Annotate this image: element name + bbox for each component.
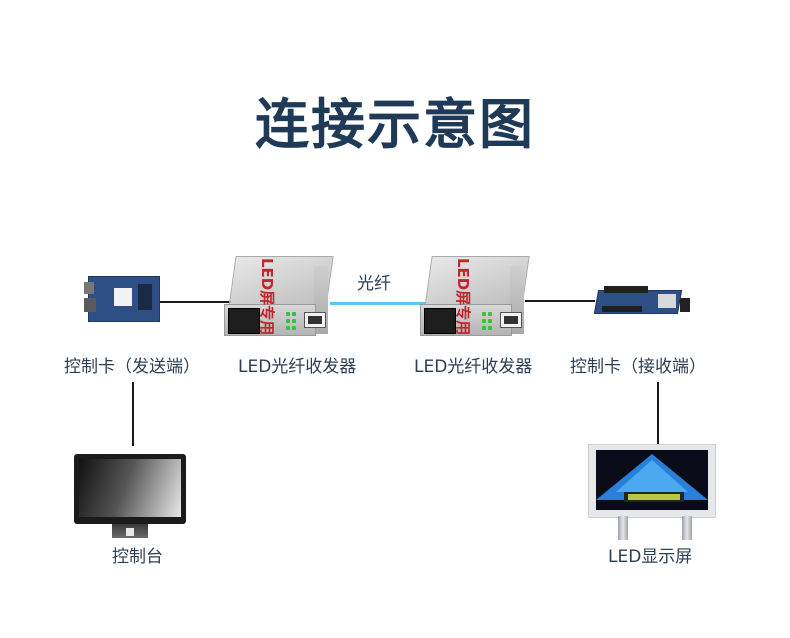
transceiver-brand: LED屏专用 <box>454 258 472 336</box>
connector-icon <box>84 298 96 312</box>
cable-receiver-to-display <box>657 382 659 446</box>
console-label: 控制台 <box>112 547 163 567</box>
billboard-screen <box>596 450 708 510</box>
sender-control-card <box>82 272 162 326</box>
status-led <box>292 326 296 330</box>
fiber-label: 光纤 <box>357 274 391 294</box>
header-connector-icon <box>604 286 648 293</box>
cable-sender-to-console <box>132 382 134 446</box>
port-icon <box>680 298 690 312</box>
led-display-label: LED显示屏 <box>608 547 693 567</box>
console-monitor <box>74 454 190 544</box>
status-led <box>292 319 296 323</box>
chip-icon <box>138 284 152 310</box>
transceiver-left-label: LED光纤收发器 <box>238 357 357 377</box>
status-led <box>286 312 290 316</box>
cable-transceiver-to-receiver <box>525 300 595 302</box>
transceiver-left: LED屏专用 <box>224 256 334 336</box>
diagram-title: 连接示意图 <box>255 93 535 156</box>
rj45-port <box>304 312 326 328</box>
status-led <box>286 319 290 323</box>
transceiver-right-label: LED光纤收发器 <box>414 357 533 377</box>
status-led <box>482 326 486 330</box>
transceiver-right: LED屏专用 <box>420 256 530 336</box>
transceiver-brand: LED屏专用 <box>258 258 276 336</box>
sender-card-label: 控制卡（发送端） <box>64 357 200 377</box>
chip-icon <box>114 288 132 306</box>
billboard-pole-left <box>618 516 628 540</box>
status-led <box>488 312 492 316</box>
status-led <box>482 312 486 316</box>
header-connector-icon <box>602 306 642 312</box>
status-led <box>286 326 290 330</box>
monitor-stand-slot <box>126 528 134 536</box>
billboard-image <box>596 454 708 502</box>
led-display <box>588 444 718 540</box>
sc-fiber-port <box>228 308 260 334</box>
billboard-pole-right <box>682 516 692 540</box>
status-led <box>488 326 492 330</box>
rj45-port <box>500 312 522 328</box>
status-led <box>292 312 296 316</box>
fiber-optic-line <box>330 302 432 305</box>
connector-icon <box>84 282 94 294</box>
monitor-screen <box>79 459 181 517</box>
cable-sender-to-transceiver <box>160 301 232 303</box>
port-icon <box>658 294 676 308</box>
receiver-card-label: 控制卡（接收端） <box>570 357 706 377</box>
receiver-control-card <box>593 282 694 318</box>
status-led <box>482 319 486 323</box>
status-led <box>488 319 492 323</box>
sc-fiber-port <box>424 308 456 334</box>
